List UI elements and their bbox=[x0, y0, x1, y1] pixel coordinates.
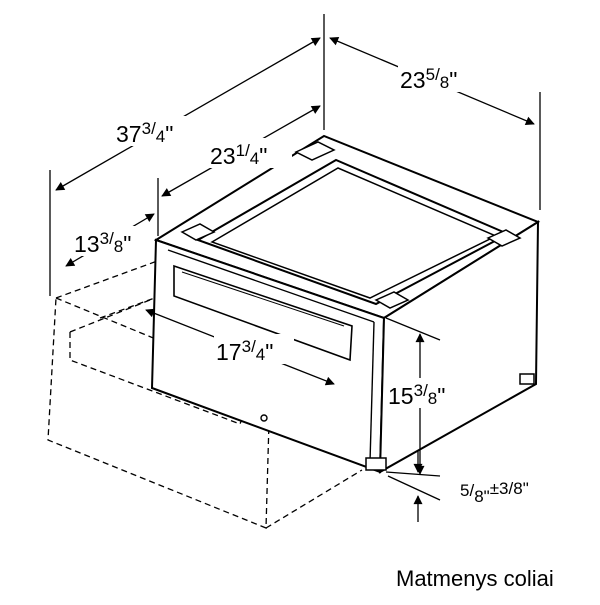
caption: Matmenys coliai bbox=[396, 566, 554, 591]
dim-label-depth-total: 373/4" bbox=[112, 116, 198, 147]
dim-label-foot-adjust: 5/8"±3/8" bbox=[460, 479, 529, 506]
dim-drawer-width-text: 173/4" bbox=[216, 337, 273, 365]
dim-label-drawer-width: 173/4" bbox=[214, 334, 294, 365]
drawer-lock-icon bbox=[260, 414, 268, 422]
adjustable-feet bbox=[365, 373, 535, 471]
dim-width-text: 235/8" bbox=[400, 65, 457, 93]
dim-label-drawer-extension: 133/8" bbox=[72, 226, 154, 257]
dim-depth-total-text: 373/4" bbox=[116, 119, 173, 147]
dim-label-height: 153/8" bbox=[388, 378, 468, 409]
dim-label-width: 235/8" bbox=[398, 62, 480, 93]
dim-height-text: 153/8" bbox=[388, 381, 445, 409]
dim-drawer-extension-text: 133/8" bbox=[74, 229, 131, 257]
pedestal-body bbox=[150, 134, 541, 474]
dim-label-depth-pedestal: 231/4" bbox=[208, 138, 292, 169]
dim-foot-adjust-text: 5/8"±3/8" bbox=[460, 479, 529, 506]
dim-depth-pedestal-text: 231/4" bbox=[210, 141, 267, 169]
extension-lines bbox=[49, 14, 541, 501]
